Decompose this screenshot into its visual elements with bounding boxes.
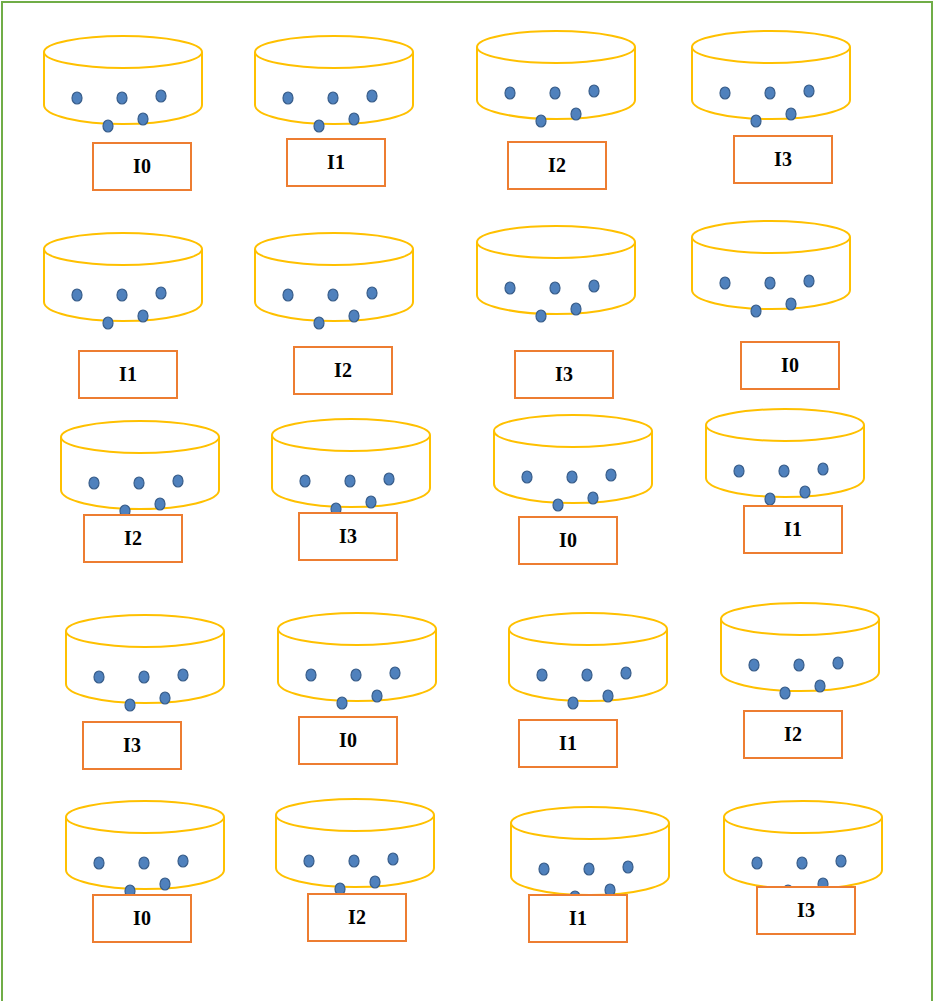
label-box: I3 <box>514 350 614 399</box>
dish-label: I3 <box>774 148 792 171</box>
dish-label: I3 <box>555 363 573 386</box>
label-box: I3 <box>82 721 182 770</box>
label-box: I1 <box>518 719 618 768</box>
label-box: I2 <box>307 893 407 942</box>
dish-label: I1 <box>559 732 577 755</box>
label-box: I0 <box>740 341 840 390</box>
dish-label: I3 <box>797 899 815 922</box>
label-box: I0 <box>518 516 618 565</box>
label-box: I1 <box>528 894 628 943</box>
dish-label: I1 <box>327 151 345 174</box>
label-box: I1 <box>743 505 843 554</box>
dish-label: I3 <box>339 525 357 548</box>
label-box: I3 <box>298 512 398 561</box>
label-box: I0 <box>298 716 398 765</box>
dish-label: I2 <box>334 359 352 382</box>
label-box: I1 <box>286 138 386 187</box>
label-box: I1 <box>78 350 178 399</box>
label-box: I2 <box>507 141 607 190</box>
dish-label: I3 <box>123 734 141 757</box>
dish-label: I0 <box>781 354 799 377</box>
dish-label: I0 <box>133 155 151 178</box>
label-box: I2 <box>83 514 183 563</box>
dish-label: I1 <box>569 907 587 930</box>
label-box: I3 <box>756 886 856 935</box>
label-box: I0 <box>92 142 192 191</box>
dish-label: I2 <box>124 527 142 550</box>
dish-label: I0 <box>133 907 151 930</box>
dish-label: I2 <box>784 723 802 746</box>
dish-label: I2 <box>548 154 566 177</box>
label-box: I2 <box>743 710 843 759</box>
label-box: I2 <box>293 346 393 395</box>
dish-label: I1 <box>784 518 802 541</box>
dish-label: I0 <box>339 729 357 752</box>
dish-label: I0 <box>559 529 577 552</box>
label-box: I0 <box>92 894 192 943</box>
dish-label: I2 <box>348 906 366 929</box>
label-box: I3 <box>733 135 833 184</box>
dish-label: I1 <box>119 363 137 386</box>
